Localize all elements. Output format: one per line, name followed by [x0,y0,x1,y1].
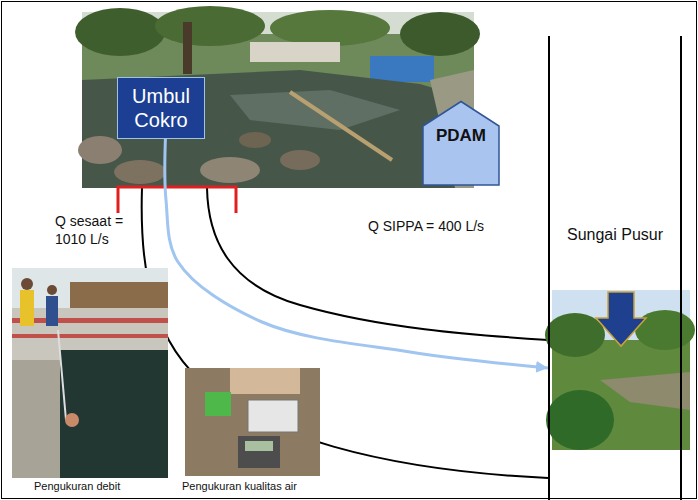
railing [12,334,168,338]
house-shape: PDAM [422,100,500,186]
tree [635,310,695,350]
building [250,42,340,62]
tree [75,8,165,56]
tree [545,313,605,357]
rock [114,160,166,184]
tree-trunk [183,22,192,74]
source-box: Umbul Cokro [117,77,205,139]
case [248,400,298,432]
permit-rate-label: Q SIPPA = 400 L/s [368,218,484,236]
log [290,92,392,160]
photo-caption: Pengukuran kualitas air [182,480,297,494]
railing [12,318,168,323]
house-outline [423,102,499,186]
photo-caption: Pengukuran debit [34,480,120,494]
meter-display [245,441,273,451]
photo-sky [12,268,168,308]
tree [155,6,265,46]
tree [270,10,390,46]
rock [239,132,271,148]
bracket [118,187,236,213]
rock [200,157,260,183]
bush [546,390,614,450]
photo-ground [12,268,168,478]
arm [230,368,300,394]
river-photo [545,290,695,450]
measurement-photo [12,268,168,478]
person [46,296,58,326]
water [60,350,168,478]
photo-ground [185,368,320,476]
node-text: Umbul Cokro [122,84,200,132]
node-text: Sungai Pusur [564,226,666,244]
flow-arrow [596,292,646,346]
flow-rate-label: Q sesaat = 1010 L/s [55,213,135,248]
spring-photo [75,6,480,188]
quality-photo [185,368,320,476]
watering-can [205,392,231,416]
rod [58,330,66,420]
stairs [12,360,60,478]
meter [238,436,280,468]
tree [400,12,480,56]
person [20,290,34,326]
rock [78,136,122,164]
river-water [600,372,690,410]
node-text: PDAM [422,126,500,146]
person [21,278,33,290]
building [70,282,168,308]
channel-line [142,188,548,478]
river-band: Sungai Pusur [548,36,682,500]
water-tank [370,56,434,82]
swimmer [65,413,79,427]
pond-water [82,70,474,188]
channel-line [207,188,548,340]
rock [280,150,320,170]
person [47,285,57,295]
